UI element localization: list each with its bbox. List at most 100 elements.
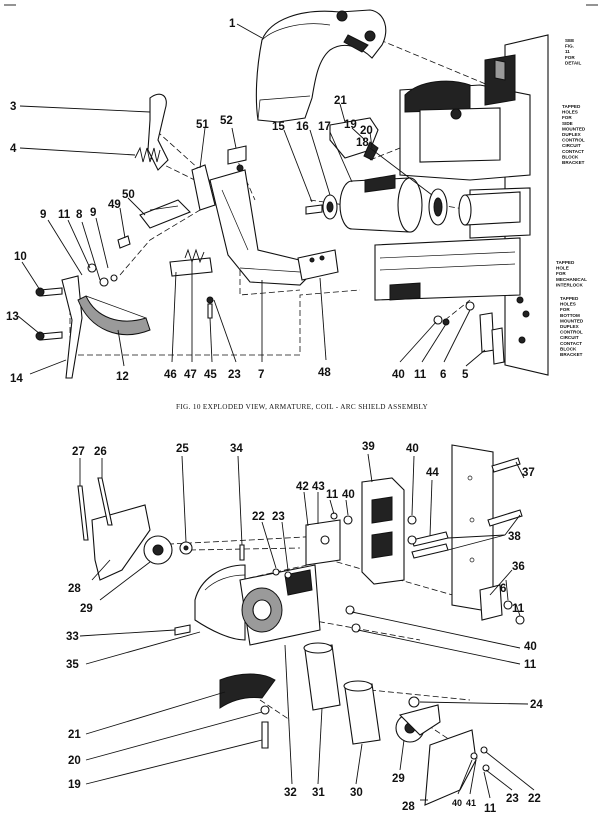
- parts-8-9-11-hardware: [87, 235, 131, 287]
- part-5-standoffs: [479, 312, 505, 365]
- callout-36: 36: [512, 561, 525, 573]
- callout-26: 26: [94, 446, 107, 458]
- fig11-small-hardware: [174, 512, 353, 636]
- callout-28b: 28: [402, 801, 415, 813]
- part-14-support-plate: [61, 275, 83, 379]
- callout-35: 35: [66, 659, 79, 671]
- callout-33: 33: [66, 631, 79, 643]
- callout-40d: 40: [524, 641, 537, 653]
- part-1-arc-cover: [255, 9, 387, 123]
- callout-14: 14: [10, 373, 23, 385]
- callout-32: 32: [284, 787, 297, 799]
- callout-3: 3: [10, 101, 16, 113]
- callout-6b: 6: [500, 583, 506, 595]
- part-30-cylinder: [343, 680, 381, 745]
- callout-7: 7: [258, 369, 264, 381]
- callout-8: 8: [76, 209, 83, 221]
- callout-11d: 11: [512, 603, 525, 615]
- callout-45: 45: [204, 369, 217, 381]
- callout-52: 52: [220, 115, 233, 127]
- part-48-contact-block: [297, 249, 339, 281]
- callout-28a: 28: [68, 583, 81, 595]
- callout-5: 5: [462, 369, 469, 381]
- callout-42: 42: [296, 481, 309, 493]
- callout-18: 18: [356, 137, 369, 149]
- callout-44: 44: [426, 467, 439, 479]
- callout-37: 37: [522, 467, 535, 479]
- callout-50: 50: [122, 189, 135, 201]
- callout-24: 24: [530, 699, 543, 711]
- part-51-lever: [191, 164, 216, 211]
- parts-26-27-screws: [77, 477, 113, 541]
- callout-23a: 23: [228, 369, 241, 381]
- callout-13: 13: [6, 311, 19, 323]
- figure-11-leader-lines: [79, 453, 535, 801]
- callout-6a: 6: [440, 369, 446, 381]
- part-15-washer: [305, 194, 338, 220]
- part-35-arc-shield: [194, 564, 246, 641]
- parts-19-20-screw: [260, 705, 270, 749]
- figure-10-caption: FIG. 10 EXPLODED VIEW, ARMATURE, COIL - …: [176, 403, 429, 411]
- callout-11e: 11: [524, 659, 537, 671]
- callout-9a: 9: [40, 209, 46, 221]
- callout-27: 27: [72, 446, 85, 458]
- part-12-arc-shield: [77, 295, 151, 335]
- callout-9b: 9: [90, 207, 96, 219]
- callout-20a: 20: [360, 125, 373, 137]
- callout-30: 30: [350, 787, 363, 799]
- callout-41: 41: [466, 798, 476, 808]
- figure-10-callouts: 1 3 4 9 11 8 9 49 50 51 52 15 16 17 21 1…: [6, 18, 469, 385]
- callout-11f: 11: [484, 803, 497, 815]
- callout-46: 46: [164, 369, 177, 381]
- part-10-13-screws: [35, 287, 63, 341]
- part-29-bearing-left: [143, 535, 173, 565]
- callout-43: 43: [312, 481, 325, 493]
- callout-38: 38: [508, 531, 521, 543]
- callout-12: 12: [116, 371, 129, 383]
- callout-20b: 20: [68, 755, 81, 767]
- callout-22a: 22: [252, 511, 265, 523]
- callout-17: 17: [318, 121, 331, 133]
- fig11-mounting-plate: [451, 444, 494, 613]
- part-52-pin: [227, 145, 247, 172]
- callout-31: 31: [312, 787, 325, 799]
- figure-11-callouts: 27 26 25 34 39 40 44 37 42 43 11 40 22 2…: [66, 441, 543, 815]
- part-39-frame: [361, 477, 405, 585]
- callout-16: 16: [296, 121, 309, 133]
- callout-48: 48: [318, 367, 331, 379]
- callout-29a: 29: [80, 603, 93, 615]
- figure-10-leader-lines: [17, 23, 486, 375]
- callout-40b: 40: [406, 443, 419, 455]
- callout-11a: 11: [58, 209, 71, 221]
- callout-47: 47: [184, 369, 197, 381]
- callout-11c: 11: [326, 489, 339, 501]
- callout-19a: 19: [344, 119, 357, 131]
- part-21-bracket-lower: [219, 673, 276, 709]
- part-28-plate-left: [91, 504, 151, 581]
- callout-21b: 21: [68, 729, 81, 741]
- core-cylinder: [458, 191, 521, 226]
- part-28-plate-right: [424, 729, 477, 806]
- callout-39: 39: [362, 441, 375, 453]
- part-25-washer: [179, 541, 193, 555]
- part-32-coil-assembly: [239, 564, 321, 646]
- callout-10: 10: [14, 251, 27, 263]
- callout-49: 49: [108, 199, 121, 211]
- callout-40a: 40: [392, 369, 405, 381]
- magnet-frame-assembly: [374, 34, 549, 376]
- callout-51: 51: [196, 119, 209, 131]
- callout-4: 4: [10, 143, 17, 155]
- figure-11: 27 26 25 34 39 40 44 37 42 43 11 40 22 2…: [66, 441, 543, 815]
- part-45-screw: [206, 296, 214, 319]
- part-46-plate: [169, 248, 213, 277]
- callout-21a: 21: [334, 95, 347, 107]
- callout-1: 1: [229, 18, 236, 30]
- part-42-43-bracket: [305, 519, 341, 566]
- part-4-spring: [134, 146, 161, 163]
- callout-22b: 22: [528, 793, 541, 805]
